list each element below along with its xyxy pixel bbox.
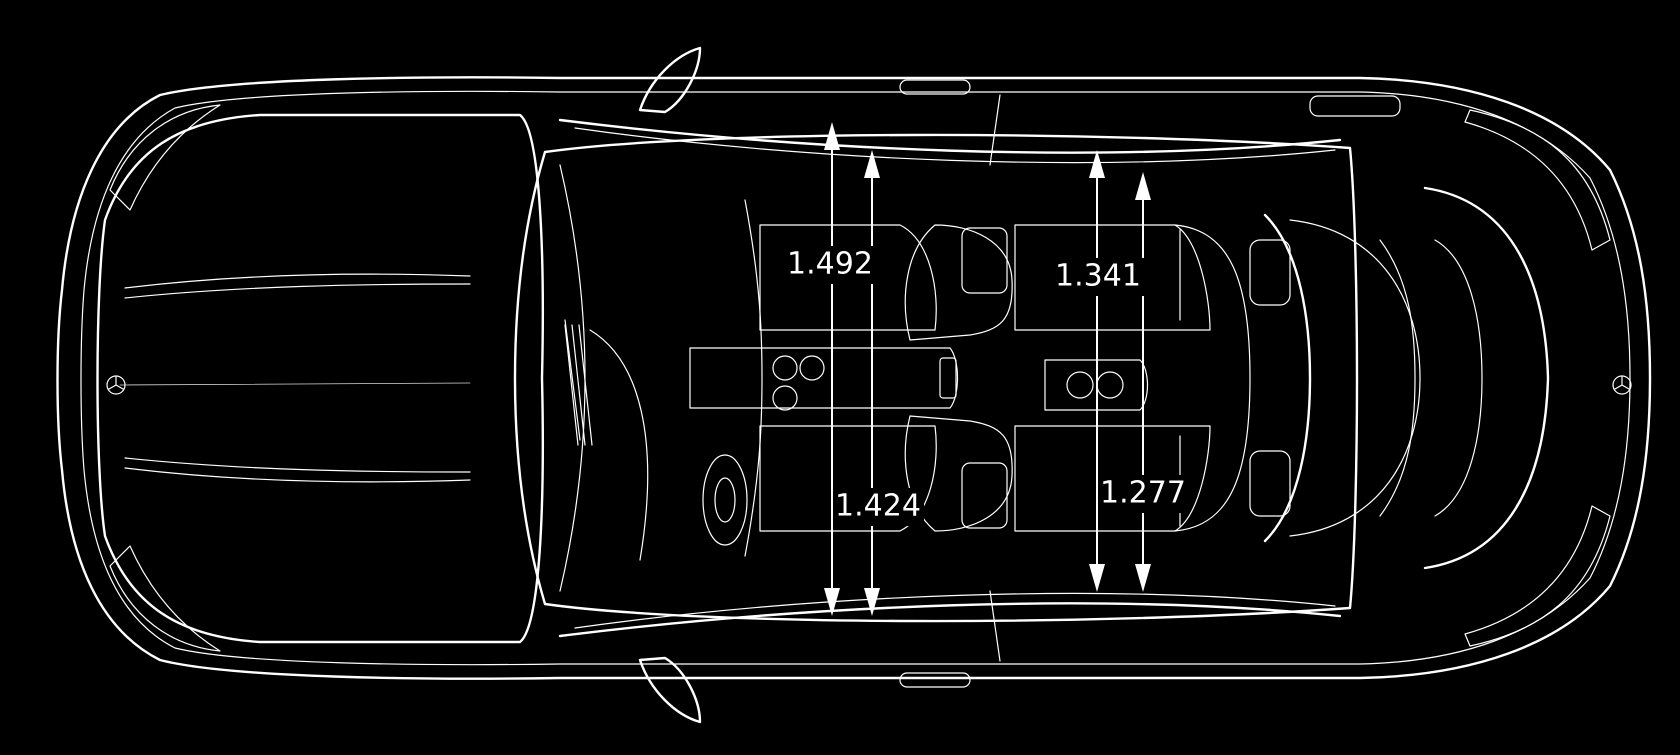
rear-window-trim	[1309, 95, 1401, 117]
side-mirror-right	[638, 656, 702, 724]
steering-wheel	[564, 319, 748, 561]
dimension-label-front-hip: 1.424	[835, 489, 921, 524]
dimension-rear-shoulder	[1089, 150, 1105, 592]
center-console	[689, 347, 1149, 411]
rear-bench	[1014, 224, 1291, 532]
arrow-down-icon	[824, 588, 840, 616]
dimension-front-shoulder	[824, 122, 840, 616]
arrow-down-icon	[1135, 564, 1151, 592]
mercedes-star-icon	[1612, 375, 1632, 395]
arrow-up-icon	[824, 122, 840, 150]
dimension-label-front-shoulder: 1.492	[787, 247, 873, 282]
label-background	[1054, 258, 1144, 296]
side-mirror-left	[638, 46, 702, 114]
dimension-front-hip	[864, 150, 880, 616]
dimension-label-rear-shoulder: 1.341	[1055, 259, 1141, 294]
car-body	[56, 76, 1652, 680]
front-seat-left	[759, 224, 1013, 341]
arrow-up-icon	[1135, 172, 1151, 200]
label-background	[788, 246, 878, 284]
mercedes-star-icon	[106, 375, 126, 395]
dimension-label-rear-hip: 1.277	[1100, 476, 1186, 511]
door-handle	[899, 79, 971, 95]
label-background	[1098, 475, 1188, 513]
arrow-down-icon	[864, 588, 880, 616]
arrow-up-icon	[1089, 150, 1105, 178]
front-seat-right	[759, 415, 1013, 532]
arrow-down-icon	[1089, 564, 1105, 592]
label-background	[834, 488, 924, 526]
arrow-up-icon	[864, 150, 880, 178]
dimension-rear-hip	[1135, 172, 1151, 592]
door-handle	[899, 672, 971, 688]
cabin	[513, 94, 1421, 662]
